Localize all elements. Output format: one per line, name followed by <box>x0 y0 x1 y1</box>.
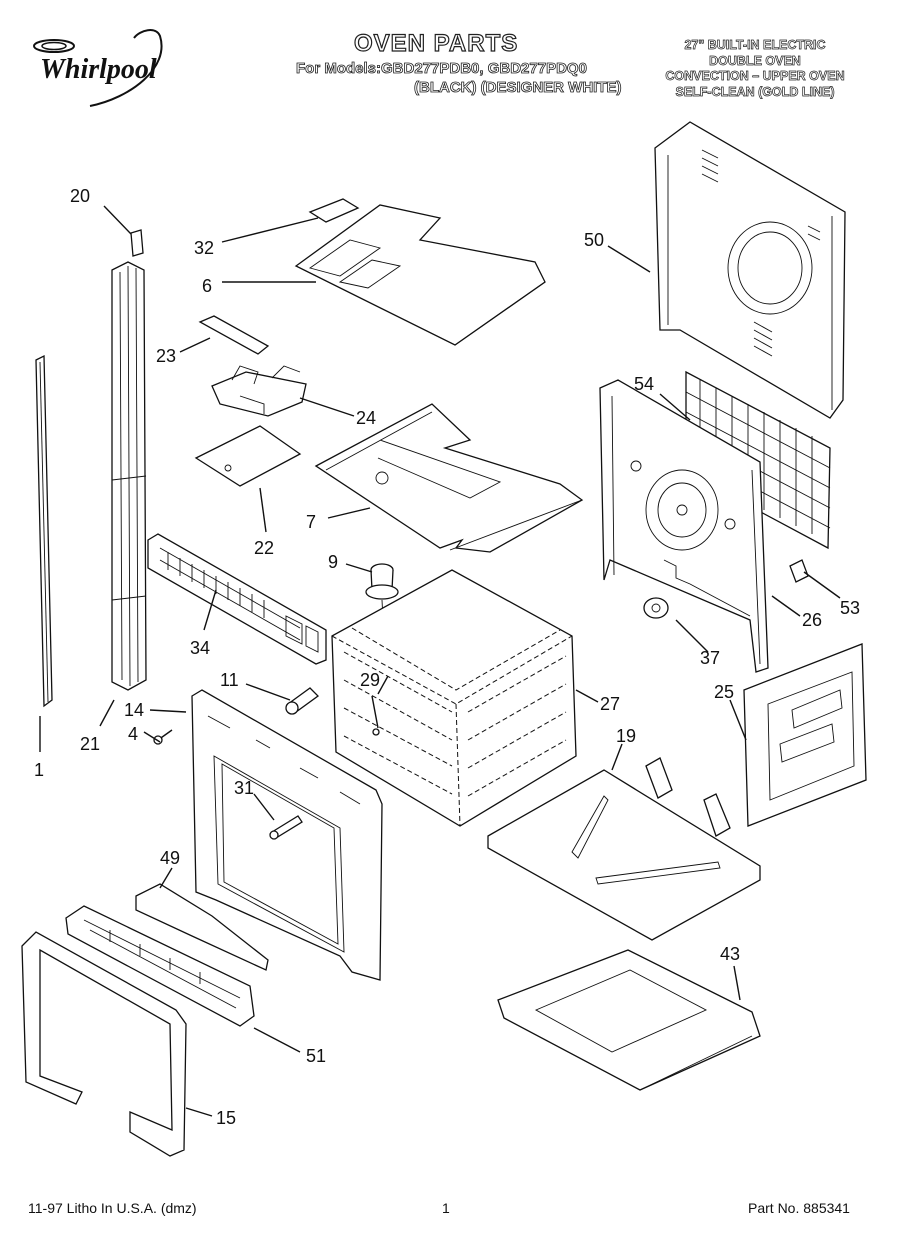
part-9-knob <box>365 563 399 641</box>
callout-49: 49 <box>160 848 180 868</box>
part-37-gasket <box>643 597 669 619</box>
part-49-trim <box>135 883 269 971</box>
part-19-bottom-pan <box>487 757 761 941</box>
callout-numbers: 20 32 6 50 23 24 54 22 7 9 53 34 26 37 1… <box>34 186 860 1128</box>
colors-line: (BLACK) (DESIGNER WHITE) <box>414 79 622 97</box>
callout-27: 27 <box>600 694 620 714</box>
print-info: 11-97 Litho In U.S.A. (dmz) <box>28 1200 197 1216</box>
callout-21: 21 <box>80 734 100 754</box>
part-27-oven-cavity <box>331 569 577 827</box>
callout-7: 7 <box>306 512 316 532</box>
part-15-gasket <box>21 931 187 1157</box>
callout-43: 43 <box>720 944 740 964</box>
callout-14: 14 <box>124 700 144 720</box>
part-6-top-panel <box>294 204 546 346</box>
callout-23: 23 <box>156 346 176 366</box>
callout-19: 19 <box>616 726 636 746</box>
callout-25: 25 <box>714 682 734 702</box>
callout-4: 4 <box>128 724 138 744</box>
callout-24: 24 <box>356 408 376 428</box>
part-34-control-panel <box>147 533 327 665</box>
page-number: 1 <box>442 1200 450 1216</box>
part-14-front-frame <box>191 689 383 981</box>
callout-15: 15 <box>216 1108 236 1128</box>
part-29-rack-support <box>371 695 380 736</box>
part-32-plate <box>308 198 360 223</box>
part-20-cap <box>130 229 144 257</box>
part-7-oven-top <box>314 403 584 553</box>
part-22-insulation <box>194 425 302 487</box>
callout-37: 37 <box>700 648 720 668</box>
part-26-convection-bracket <box>599 379 769 673</box>
callout-6: 6 <box>202 276 212 296</box>
part-24-switch-assembly <box>211 365 307 417</box>
part-54-convection-cover <box>685 370 831 550</box>
callout-20: 20 <box>70 186 90 206</box>
part-number: Part No. 885341 <box>748 1200 850 1216</box>
part-53-clip <box>789 559 809 583</box>
part-23-bracket <box>198 315 270 355</box>
part-51-vent-trim <box>65 905 255 1027</box>
part-21-side-trim <box>111 261 147 691</box>
description-line-2: DOUBLE OVEN <box>709 53 801 68</box>
description-line-4: SELF-CLEAN (GOLD LINE) <box>675 84 835 99</box>
callout-50: 50 <box>584 230 604 250</box>
product-description: 27" BUILT-IN ELECTRIC DOUBLE OVEN CONVEC… <box>640 38 870 100</box>
part-25-rear-plate <box>743 643 867 827</box>
callout-11: 11 <box>220 670 239 690</box>
callout-31: 31 <box>234 778 254 798</box>
callout-32: 32 <box>194 238 214 258</box>
whirlpool-logo: Whirlpool <box>33 29 163 107</box>
callout-51: 51 <box>306 1046 326 1066</box>
callout-34: 34 <box>190 638 210 658</box>
callout-53: 53 <box>840 598 860 618</box>
callout-26: 26 <box>802 610 822 630</box>
page-title: OVEN PARTS <box>353 29 519 57</box>
callout-54: 54 <box>634 374 654 394</box>
callout-9: 9 <box>328 552 338 572</box>
part-1-strip <box>35 354 53 708</box>
logo-wordmark: Whirlpool <box>40 54 157 85</box>
callout-22: 22 <box>254 538 274 558</box>
part-11-light-socket <box>285 687 319 715</box>
part-4-screw <box>153 729 173 745</box>
models-line: For Models:GBD277PDB0, GBD277PDQ0 <box>296 60 588 78</box>
part-50-back-panel <box>654 121 846 419</box>
description-line-1: 27" BUILT-IN ELECTRIC <box>684 38 826 53</box>
callout-29: 29 <box>360 670 380 690</box>
part-43-tray <box>497 949 761 1091</box>
leader-lines <box>39 205 841 1117</box>
callout-1: 1 <box>34 760 44 780</box>
description-line-3: CONVECTION – UPPER OVEN <box>665 69 845 84</box>
part-31-sensor <box>269 815 303 840</box>
